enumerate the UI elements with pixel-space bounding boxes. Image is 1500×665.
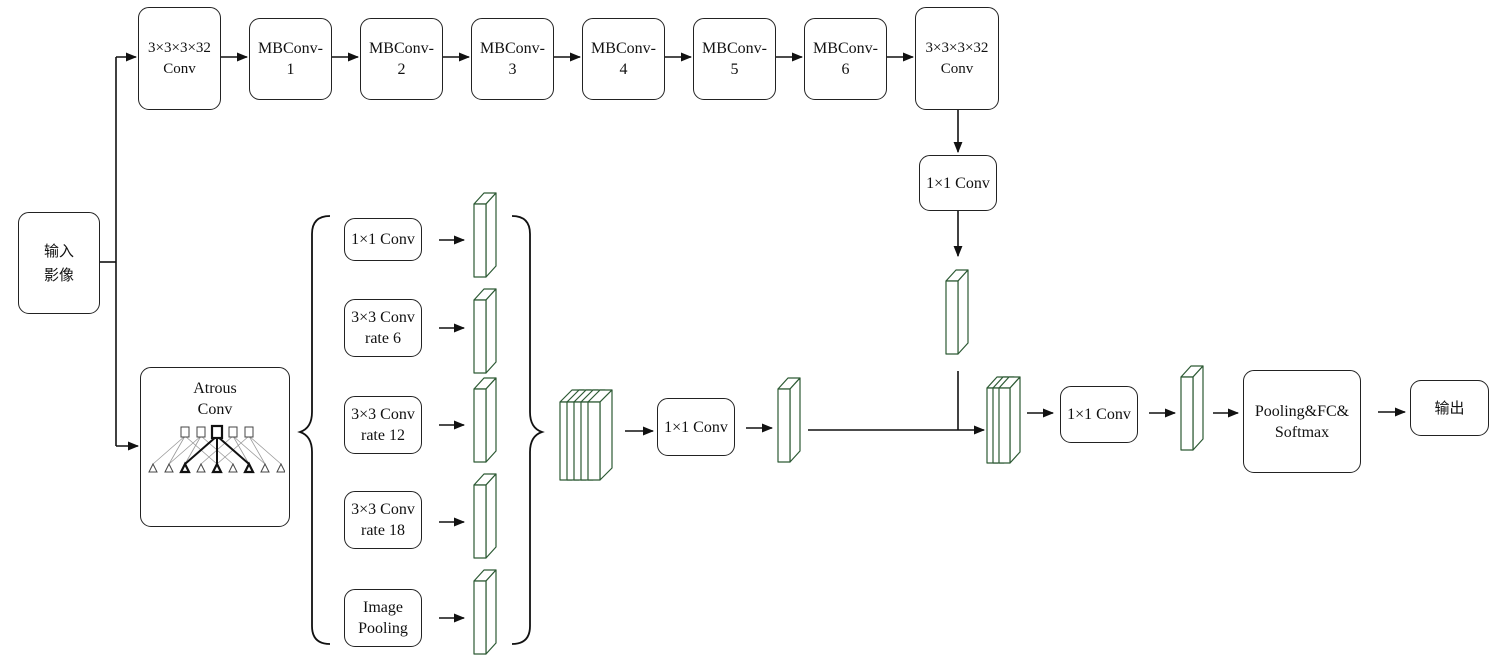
aspp-feature-map-1 [473,192,497,278]
mbconv-4-node: MBConv- 4 [582,18,665,100]
mbconv-6-line2: 6 [841,61,850,78]
mbconv-6-line1: MBConv- [813,40,878,57]
aspp-feature-map-5 [473,569,497,655]
dilated-kernel-icon [148,424,285,474]
aspp-branch-1: 1×1 Conv [344,218,422,261]
mbconv-2-line1: MBConv- [369,40,434,57]
atrous-conv-node: Atrous Conv [140,367,290,527]
aspp-branch-3: 3×3 Conv rate 12 [344,396,422,454]
aspp-5-line2: Pooling [358,620,408,637]
backbone-conv-in-node: 3×3×3×32 Conv [138,7,221,110]
mbconv-2-line2: 2 [397,61,406,78]
backbone-side-conv-node: 1×1 Conv [919,155,997,211]
conv-out-line1: 3×3×3×32 [925,39,989,56]
aspp-branch-2: 3×3 Conv rate 6 [344,299,422,357]
mbconv-5-node: MBConv- 5 [693,18,776,100]
backbone-conv-out-node: 3×3×3×32 Conv [915,7,999,110]
head-line2: Softmax [1274,423,1330,441]
fuse-conv-label: 1×1 Conv [664,418,728,436]
final-conv-label: 1×1 Conv [1067,406,1131,423]
input-label-line2: 影像 [43,266,74,284]
side-conv-label: 1×1 Conv [926,174,990,192]
mbconv-1-node: MBConv- 1 [249,18,332,100]
pooling-fc-softmax-node: Pooling&FC& Softmax [1243,370,1361,473]
aspp-1-line1: 1×1 Conv [351,231,415,248]
aspp-feature-map-4 [473,473,497,559]
left-brace [297,215,331,645]
mbconv-1-line1: MBConv- [258,40,323,57]
output-label: 输出 [1434,399,1465,417]
mbconv-6-node: MBConv- 6 [804,18,887,100]
concat-stack [559,389,613,481]
aspp-branch-4: 3×3 Conv rate 18 [344,491,422,549]
atrous-line1: Atrous [193,380,237,397]
mbconv-2-node: MBConv- 2 [360,18,443,100]
mbconv-3-line1: MBConv- [480,40,545,57]
input-label-line1: 输入 [43,242,74,260]
mbconv-3-line2: 3 [508,61,517,78]
aspp-3-line2: rate 12 [361,427,405,444]
mbconv-1-line2: 1 [286,61,295,78]
mbconv-3-node: MBConv- 3 [471,18,554,100]
aspp-3-line1: 3×3 Conv [351,406,415,423]
head-line1: Pooling&FC& [1254,402,1350,420]
merge-stack [986,376,1021,464]
right-brace [511,215,545,645]
final-feature-map [1180,365,1204,451]
input-image-node: 输入 影像 [18,212,100,314]
mbconv-4-line2: 4 [619,61,628,78]
backbone-feature-map [945,269,969,355]
aspp-4-line1: 3×3 Conv [351,501,415,518]
final-conv-node: 1×1 Conv [1060,386,1138,443]
fuse-conv-node: 1×1 Conv [657,398,735,456]
aspp-branch-5: Image Pooling [344,589,422,647]
conv-in-line2: Conv [163,60,196,77]
conv-out-line2: Conv [940,60,974,77]
mbconv-5-line1: MBConv- [702,40,767,57]
aspp-2-line2: rate 6 [365,330,401,347]
atrous-line2: Conv [197,401,233,418]
fused-feature-map [777,377,801,463]
aspp-feature-map-3 [473,377,497,463]
aspp-2-line1: 3×3 Conv [351,309,415,326]
aspp-4-line2: rate 18 [361,522,405,539]
conv-in-line1: 3×3×3×32 [148,39,211,56]
mbconv-5-line2: 5 [730,61,739,78]
mbconv-4-line1: MBConv- [591,40,656,57]
aspp-5-line1: Image [363,599,403,616]
aspp-feature-map-2 [473,288,497,374]
output-node: 输出 [1410,380,1489,436]
